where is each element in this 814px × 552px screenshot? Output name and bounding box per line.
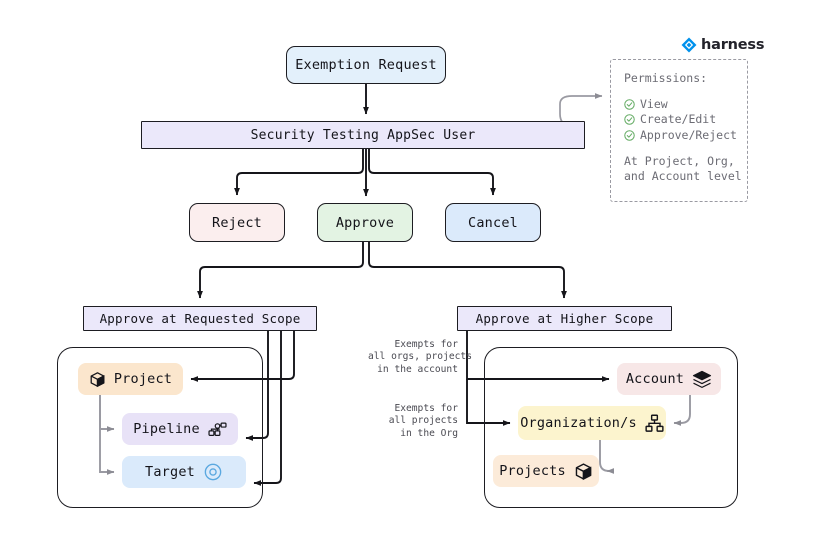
node-projects[interactable]: Projects	[493, 455, 599, 487]
layers-icon	[692, 370, 712, 389]
target-icon	[203, 462, 223, 482]
harness-diamond-icon	[681, 37, 697, 53]
node-label: Cancel	[468, 214, 518, 231]
cube-icon	[574, 462, 593, 481]
permission-item-create-edit: Create/Edit	[624, 112, 747, 127]
node-label: Target	[145, 464, 195, 480]
node-label: Exemption Request	[295, 57, 437, 73]
node-exemption-request[interactable]: Exemption Request	[286, 46, 446, 84]
node-label: Security Testing AppSec User	[250, 127, 476, 143]
check-circle-icon	[624, 129, 635, 141]
node-approve-higher-scope[interactable]: Approve at Higher Scope	[457, 306, 672, 331]
node-label: Projects	[499, 463, 566, 479]
node-approve-requested-scope[interactable]: Approve at Requested Scope	[83, 306, 317, 331]
permission-item-approve-reject: Approve/Reject	[624, 128, 747, 143]
node-label: Account	[625, 371, 685, 387]
node-label: Approve	[335, 214, 395, 231]
permissions-panel: Permissions: View Create/Edit	[610, 59, 748, 202]
node-pipeline[interactable]: Pipeline	[122, 413, 238, 445]
edge-label-account: Exempts for all orgs, projects in the ac…	[368, 339, 472, 375]
edge-label-org: Exempts for all projects in the Org	[388, 403, 458, 439]
higher-scope-group	[484, 347, 738, 508]
org-chart-icon	[645, 414, 664, 433]
node-action-cancel[interactable]: Cancel	[445, 203, 541, 242]
permissions-footer: At Project, Org, and Account level	[624, 153, 742, 183]
permission-label: Create/Edit	[640, 112, 717, 127]
permission-item-view: View	[624, 97, 747, 112]
node-action-approve[interactable]: Approve	[317, 203, 413, 242]
node-action-reject[interactable]: Reject	[189, 203, 285, 242]
permissions-title: Permissions:	[624, 71, 708, 85]
node-appsec-user[interactable]: Security Testing AppSec User	[141, 121, 585, 149]
node-label: Reject	[212, 214, 262, 231]
node-label: Approve at Requested Scope	[99, 311, 301, 326]
permission-label: View	[640, 97, 668, 112]
harness-logo: harness	[681, 37, 764, 53]
node-label: Project	[113, 371, 173, 387]
cube-icon	[89, 371, 106, 388]
requested-scope-group	[57, 347, 263, 508]
node-account[interactable]: Account	[617, 363, 721, 395]
check-circle-icon	[624, 99, 635, 110]
node-project[interactable]: Project	[78, 363, 183, 395]
node-target[interactable]: Target	[122, 456, 246, 488]
node-label: Approve at Higher Scope	[475, 311, 654, 326]
check-circle-icon	[624, 114, 635, 126]
node-organizations[interactable]: Organization/s	[518, 406, 666, 440]
pipeline-icon	[208, 421, 227, 438]
harness-wordmark: harness	[701, 37, 765, 53]
node-label: Organization/s	[520, 415, 637, 431]
permission-label: Approve/Reject	[640, 127, 737, 142]
node-label: Pipeline	[133, 421, 200, 437]
